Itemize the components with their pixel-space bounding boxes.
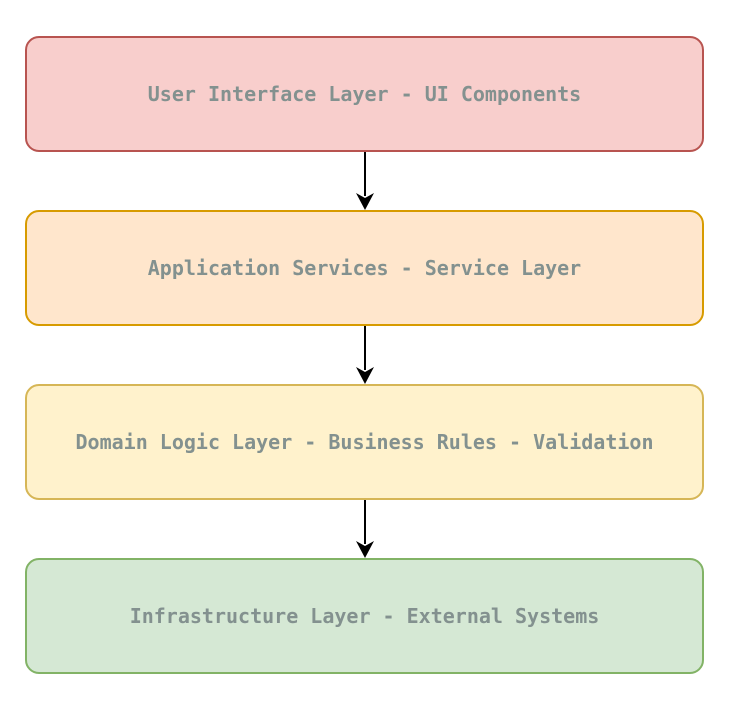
application-services-label: Application Services - Service Layer	[147, 256, 582, 280]
application-services-box: Application Services - Service Layer	[25, 210, 704, 326]
domain-logic-label: Domain Logic Layer - Business Rules - Va…	[75, 430, 654, 454]
arrow-domain-to-infra	[356, 500, 374, 558]
arrow-app-to-domain	[356, 326, 374, 384]
infrastructure-box: Infrastructure Layer - External Systems	[25, 558, 704, 674]
infrastructure-label: Infrastructure Layer - External Systems	[129, 604, 600, 628]
ui-layer-box: User Interface Layer - UI Components	[25, 36, 704, 152]
ui-layer-label: User Interface Layer - UI Components	[147, 82, 582, 106]
domain-logic-box: Domain Logic Layer - Business Rules - Va…	[25, 384, 704, 500]
arrow-ui-to-app	[356, 152, 374, 210]
